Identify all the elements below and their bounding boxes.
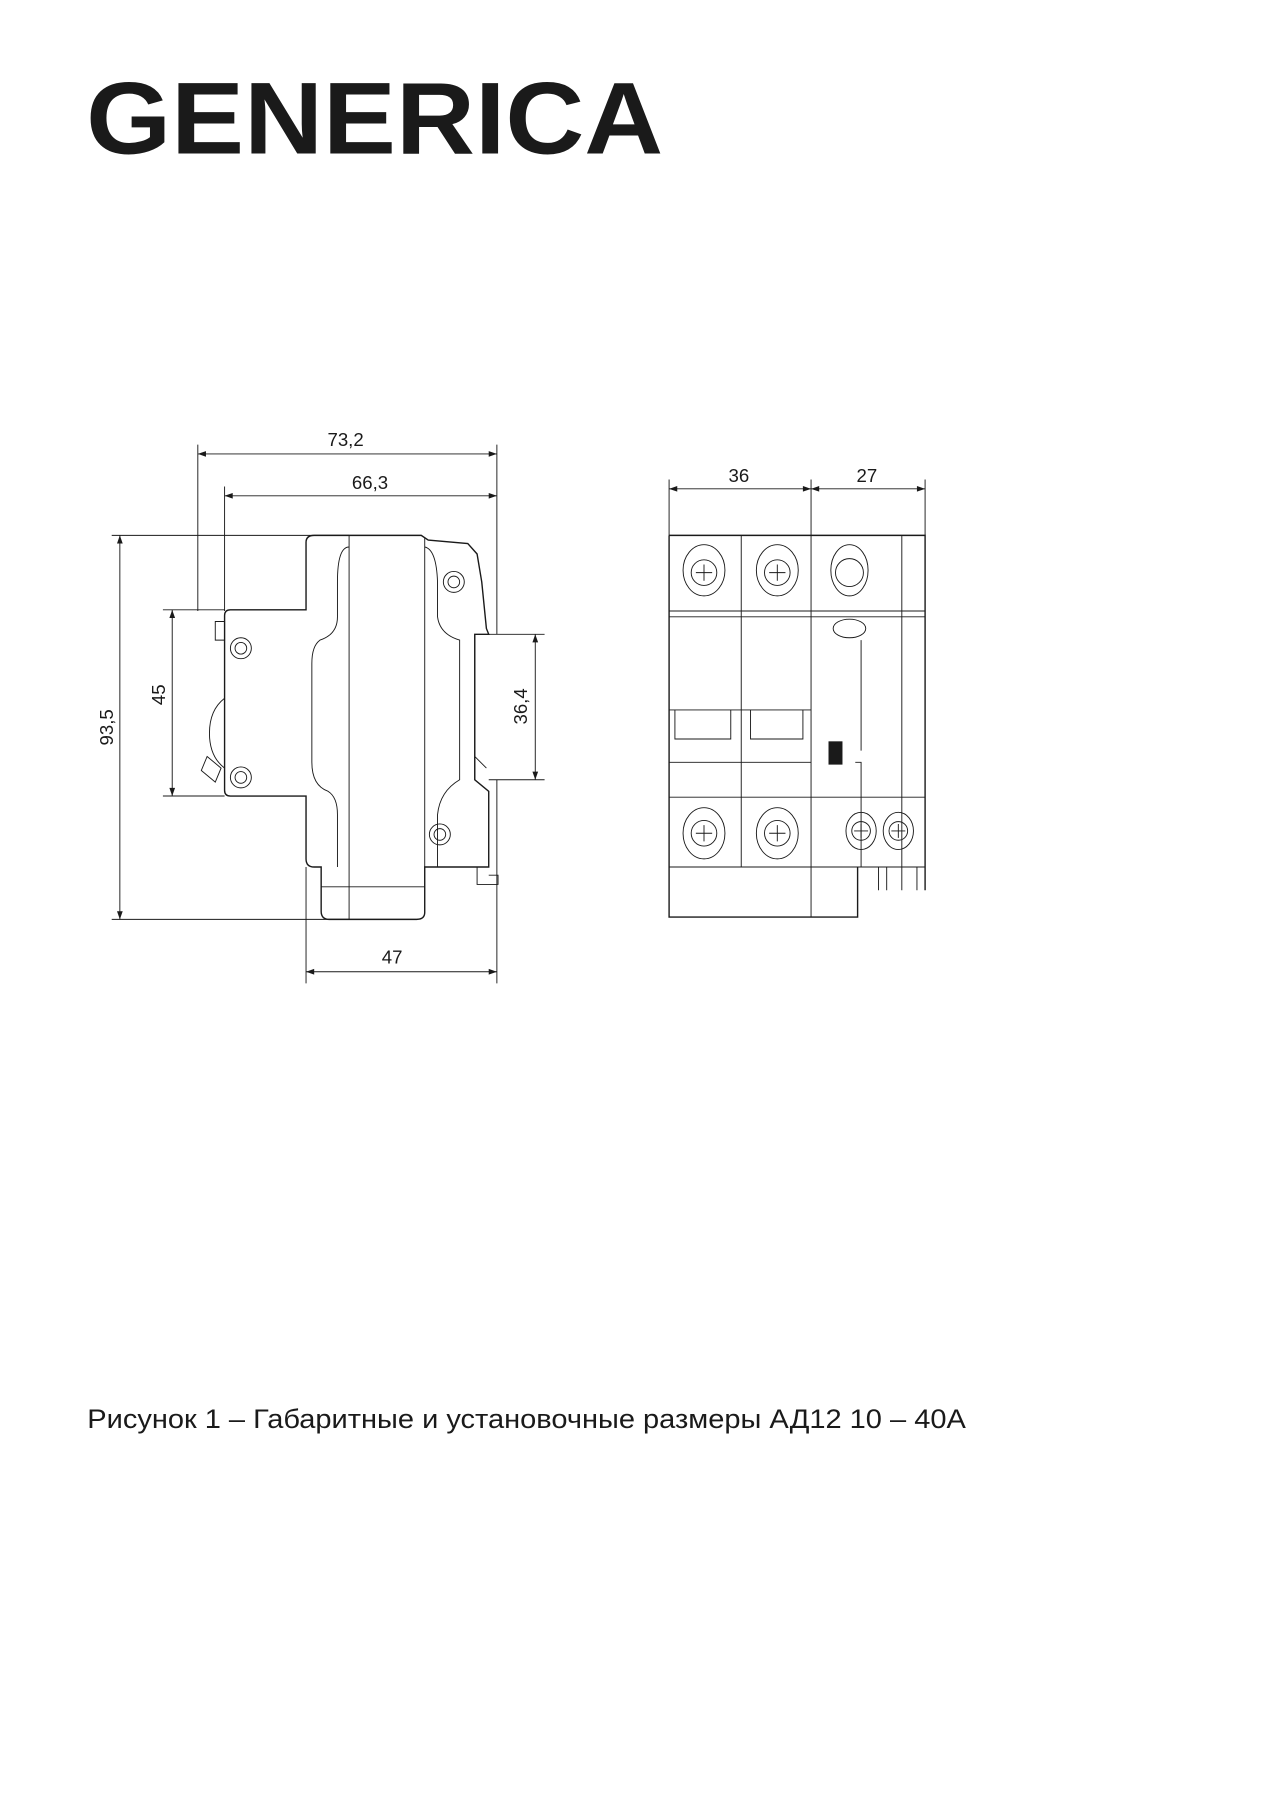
dim-height: 93,5 — [96, 709, 117, 745]
dim-front-height: 45 — [148, 684, 169, 705]
terminal-screw-icon — [755, 807, 799, 860]
test-button-icon — [832, 618, 867, 639]
terminal-hole-icon — [830, 544, 869, 597]
dim-body-depth: 66,3 — [352, 472, 388, 493]
dim-din-rail: 36,4 — [510, 688, 531, 724]
dim-rcd-width: 27 — [857, 465, 878, 486]
terminal-screw-icon — [882, 811, 914, 851]
terminal-screw-icon — [755, 544, 799, 597]
dim-total-depth: 73,2 — [327, 429, 363, 450]
terminal-screw-icon — [682, 544, 726, 597]
front-view-drawing: 36 27 — [668, 465, 926, 918]
figure-caption: Рисунок 1 – Габаритные и установочные ра… — [87, 1404, 966, 1434]
dim-rear-depth: 47 — [382, 947, 403, 968]
side-body-outline — [223, 534, 490, 921]
screw-icon — [229, 766, 252, 789]
terminal-screw-icon — [845, 811, 877, 851]
test-indicator — [828, 741, 843, 765]
screw-icon — [229, 637, 252, 660]
svg-text:GENERICA: GENERICA — [86, 61, 663, 176]
side-view-drawing: 73,2 66,3 93,5 45 36,4 47 — [96, 429, 545, 984]
generica-logo: GENERICA — [86, 61, 663, 176]
terminal-screw-icon — [682, 807, 726, 860]
screw-icon — [442, 570, 465, 593]
screw-icon — [428, 823, 451, 846]
dim-breaker-width: 36 — [729, 465, 750, 486]
